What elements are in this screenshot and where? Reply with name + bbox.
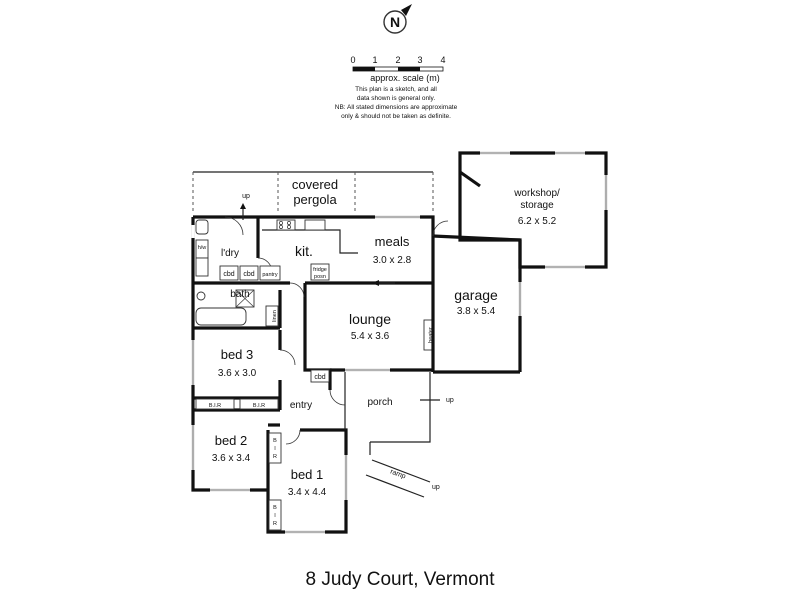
bir-v-r-1: R [273,454,277,460]
bir-v-b-2: B [273,505,277,511]
entry-label: entry [290,400,312,411]
bath-label: bath [230,289,249,300]
kitchen-label: kit. [295,243,313,259]
bir-v-i-2: I [274,513,276,519]
scale-bar: 0 1 2 3 4 approx. scale (m) This plan is… [335,55,458,120]
fridge-label-2: posn [314,274,326,280]
bed1-dims: 3.4 x 4.4 [288,487,327,498]
bir-v-b-1: B [273,438,277,444]
garage-walls [423,234,522,374]
fixtures [195,219,330,531]
hot-water-label: h/w [198,245,207,251]
scale-tick-2: 2 [395,55,400,65]
scale-note-1: This plan is a sketch, and all [355,86,437,93]
scale-tick-4: 4 [440,55,445,65]
linen-label: linen [272,310,278,322]
bed2-label: bed 2 [215,433,248,448]
garage-dims: 3.8 x 5.4 [457,306,496,317]
north-label: N [390,14,400,30]
pergola-label-2: pergola [293,192,337,207]
bed3-dims: 3.6 x 3.0 [218,368,257,379]
scale-note-2: data shown is general only. [357,95,435,102]
pergola-label-1: covered [292,177,338,192]
north-arrow-icon: N [383,4,412,34]
up-label-3: up [432,484,440,491]
porch-label: porch [367,397,392,408]
bed1-label: bed 1 [291,467,324,482]
page-title: 8 Judy Court, Vermont [305,569,495,590]
fridge-label-1: fridge [313,267,327,273]
garage-label: garage [454,287,498,303]
scale-note-3: NB: All stated dimensions are approximat… [335,104,458,111]
bir-label-2: B.I.R [253,403,265,409]
cbd-label-1: cbd [223,271,234,278]
workshop-dims: 6.2 x 5.2 [518,216,557,227]
scale-label: approx. scale (m) [370,73,440,83]
workshop-label-2: storage [520,200,554,211]
scale-note-4: only & should not be taken as definite. [341,113,451,120]
house-walls [191,203,449,534]
meals-dims: 3.0 x 2.8 [373,255,412,266]
pergola-outline [192,171,434,214]
workshop-label-1: workshop/ [513,188,560,199]
bir-v-i-1: I [274,446,276,452]
ramp-label: ramp [389,468,406,480]
bed3-label: bed 3 [221,347,254,362]
cbd-label-3: cbd [314,374,325,381]
pantry-label: pantry [262,272,278,278]
bed2-dims: 3.6 x 3.4 [212,453,251,464]
scale-tick-3: 3 [417,55,422,65]
meals-label: meals [375,234,410,249]
lounge-label: lounge [349,311,391,327]
scale-tick-0: 0 [350,55,355,65]
up-label-2: up [446,397,454,404]
lounge-dims: 5.4 x 3.6 [351,331,390,342]
up-label-1: up [242,193,250,200]
workshop-walls [458,151,608,269]
cbd-label-2: cbd [243,271,254,278]
bir-v-r-2: R [273,521,277,527]
heater-label: heater [428,327,434,343]
scale-tick-1: 1 [372,55,377,65]
bir-label-1: B.I.R [209,403,221,409]
laundry-label: l'dry [221,248,239,259]
